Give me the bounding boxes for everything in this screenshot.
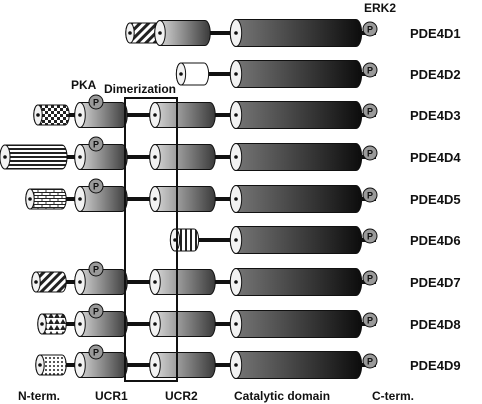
pka-phosphorylation-site: P	[88, 94, 104, 110]
svg-text:P: P	[93, 181, 99, 191]
n-term-domain	[0, 144, 68, 170]
svg-text:P: P	[93, 97, 99, 107]
ucr2-domain	[154, 20, 211, 46]
catalytic-domain	[229, 101, 363, 129]
isoform-row-pde4d3: P P PDE4D3	[33, 94, 461, 129]
ucr2-domain	[149, 269, 216, 295]
isoform-label: PDE4D3	[410, 108, 461, 123]
svg-text:P: P	[93, 306, 99, 316]
erk2-label: ERK2	[364, 1, 396, 15]
catalytic-domain	[229, 268, 363, 296]
ucr1-label: UCR1	[95, 389, 128, 403]
isoform-label: PDE4D6	[410, 233, 461, 248]
pka-phosphorylation-site: P	[88, 303, 104, 319]
svg-text:P: P	[367, 148, 373, 158]
catalytic-domain	[229, 60, 363, 88]
ucr2-domain	[149, 352, 216, 378]
catalytic-domain	[229, 310, 363, 338]
pka-phosphorylation-site: P	[88, 178, 104, 194]
isoform-row-pde4d4: P P PDE4D4	[0, 136, 461, 171]
svg-text:P: P	[367, 273, 373, 283]
ucr1-domain	[74, 102, 128, 128]
erk2-phosphorylation-site: P	[362, 103, 378, 119]
svg-text:P: P	[367, 315, 373, 325]
n-term-domain	[169, 228, 200, 252]
erk2-phosphorylation-site: P	[362, 312, 378, 328]
isoform-label: PDE4D2	[410, 67, 461, 82]
catalytic-domain	[229, 19, 363, 47]
isoform-row-pde4d7: P P PDE4D7	[31, 261, 461, 296]
svg-text:P: P	[367, 65, 373, 75]
catalytic-domain	[229, 185, 363, 213]
svg-text:P: P	[93, 264, 99, 274]
n-term-label: N-term.	[18, 389, 60, 403]
isoform-label: PDE4D8	[410, 317, 461, 332]
erk2-phosphorylation-site: P	[362, 270, 378, 286]
svg-text:P: P	[93, 347, 99, 357]
isoform-row-pde4d8: P P PDE4D8	[37, 303, 461, 338]
isoform-label: PDE4D5	[410, 192, 461, 207]
ucr1-domain	[74, 269, 128, 295]
n-term-domain	[35, 354, 67, 376]
svg-text:P: P	[93, 139, 99, 149]
isoform-row-pde4d6: P PDE4D6	[169, 226, 461, 254]
erk2-phosphorylation-site: P	[362, 62, 378, 78]
svg-text:P: P	[367, 190, 373, 200]
catalytic-domain	[229, 351, 363, 379]
catalytic-domain-label: Catalytic domain	[234, 389, 330, 403]
n-term-domain	[37, 313, 67, 335]
isoform-label: PDE4D1	[410, 26, 461, 41]
n-term-domain	[175, 62, 210, 86]
erk2-phosphorylation-site: P	[362, 353, 378, 369]
svg-text:P: P	[367, 106, 373, 116]
ucr1-domain	[74, 186, 128, 212]
ucr2-domain	[149, 311, 216, 337]
erk2-phosphorylation-site: P	[362, 228, 378, 244]
pka-label: PKA	[71, 78, 97, 92]
svg-text:P: P	[367, 231, 373, 241]
isoform-row-pde4d1: P PDE4D1	[125, 19, 461, 47]
dimerization-label: Dimerization	[104, 82, 176, 96]
ucr1-domain	[74, 311, 128, 337]
ucr2-label: UCR2	[165, 389, 198, 403]
erk2-phosphorylation-site: P	[362, 21, 378, 37]
svg-text:P: P	[367, 356, 373, 366]
erk2-phosphorylation-site: P	[362, 187, 378, 203]
n-term-domain	[31, 271, 67, 293]
erk2-phosphorylation-site: P	[362, 145, 378, 161]
catalytic-domain	[229, 226, 363, 254]
catalytic-domain	[229, 143, 363, 171]
pka-phosphorylation-site: P	[88, 344, 104, 360]
pka-phosphorylation-site: P	[88, 136, 104, 152]
isoform-label: PDE4D9	[410, 358, 461, 373]
isoform-row-pde4d2: P PDE4D2	[175, 60, 461, 88]
isoform-row-pde4d9: P P PDE4D9	[35, 344, 461, 379]
n-term-domain	[33, 104, 70, 126]
ucr2-domain	[149, 144, 216, 170]
pka-phosphorylation-site: P	[88, 261, 104, 277]
ucr2-domain	[149, 186, 216, 212]
isoform-row-pde4d5: P P PDE4D5	[25, 178, 461, 213]
isoform-label: PDE4D7	[410, 275, 461, 290]
ucr1-domain	[74, 352, 128, 378]
isoform-label: PDE4D4	[410, 150, 461, 165]
svg-text:P: P	[367, 24, 373, 34]
c-term-label: C-term.	[372, 389, 414, 403]
ucr2-domain	[149, 102, 216, 128]
dimerization-box	[124, 97, 178, 382]
n-term-domain	[25, 188, 67, 210]
